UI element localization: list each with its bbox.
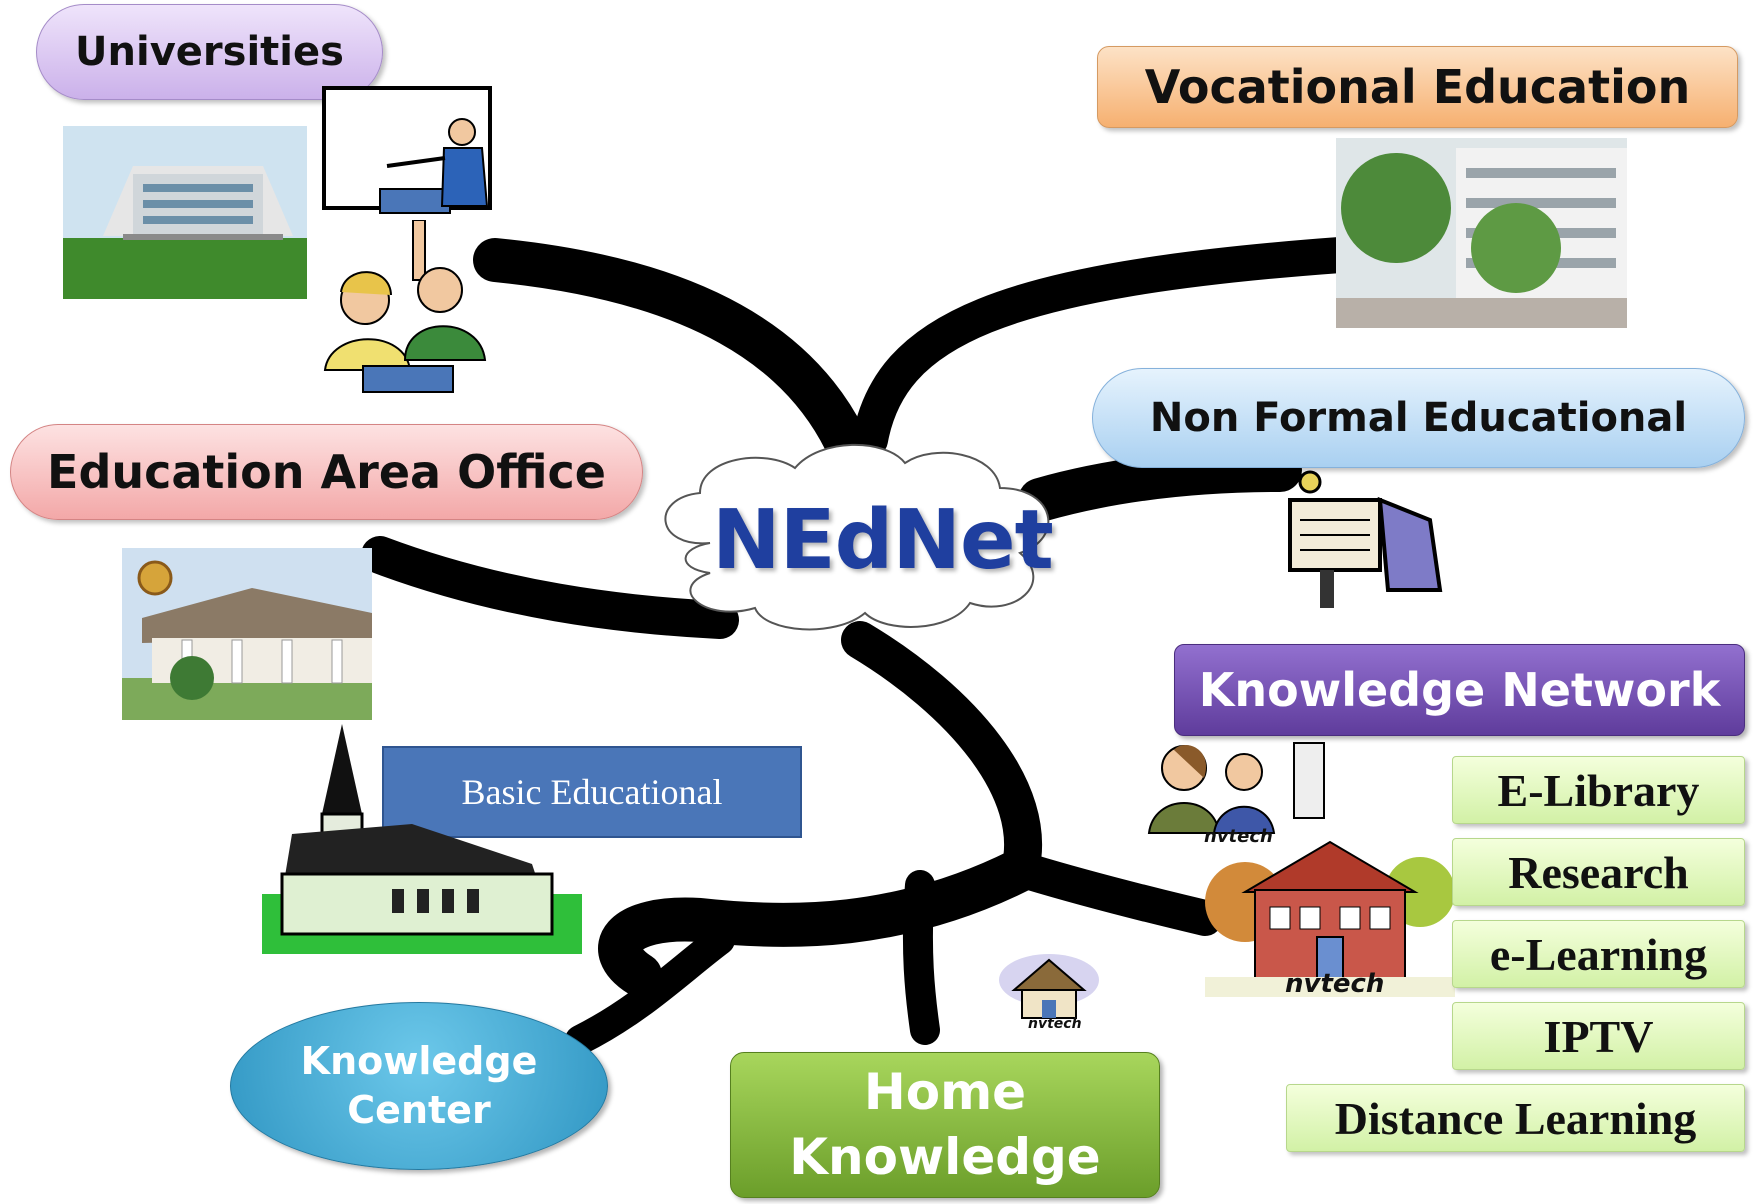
branch-area-office — [361, 536, 739, 639]
branch-non-formal — [1018, 448, 1302, 522]
area-office-building-image — [122, 548, 372, 720]
service-distance-learning: Distance Learning — [1286, 1084, 1745, 1152]
universities-label: Universities — [75, 29, 344, 75]
watermark-3: nvtech — [1028, 1016, 1082, 1032]
area-office-label: Education Area Office — [47, 445, 606, 499]
vocational-campus-image — [1336, 138, 1627, 328]
branch-knowledge-network — [1012, 854, 1223, 936]
school-house-image: nvtech — [1205, 840, 1455, 997]
watermark-2: nvtech — [1285, 969, 1384, 997]
branch-lower — [841, 621, 1043, 889]
knowledge-center-node: Knowledge Center — [230, 1002, 608, 1170]
service-e-learning: e-Learning — [1452, 920, 1745, 988]
universities-node: Universities — [36, 4, 383, 100]
vocational-node: Vocational Education — [1097, 46, 1738, 128]
service-e-library: E-Library — [1452, 756, 1745, 824]
branch-basic-loop — [598, 848, 1042, 997]
library-book-image — [1288, 470, 1443, 608]
area-office-node: Education Area Office — [10, 424, 643, 520]
branch-universities — [473, 238, 867, 462]
non-formal-label: Non Formal Educational — [1149, 395, 1688, 441]
teacher-whiteboard-image — [322, 86, 492, 214]
small-house-image: nvtech — [999, 954, 1099, 1032]
watermark-1: nvtech — [1204, 826, 1273, 846]
branch-vocational — [852, 237, 1358, 458]
branch-knowledge-center — [565, 925, 735, 1055]
service-iptv: IPTV — [1452, 1002, 1745, 1070]
service-e-learning-label: e-Learning — [1489, 928, 1708, 980]
students-computer-image: nvtech — [1147, 742, 1325, 846]
knowledge-center-label: Knowledge Center — [300, 1038, 538, 1132]
service-research: Research — [1452, 838, 1745, 906]
non-formal-node: Non Formal Educational — [1092, 368, 1745, 468]
center-label: NEdNet — [712, 493, 1054, 588]
school-church-image — [262, 724, 582, 954]
students-raising-hand-image — [323, 220, 487, 393]
basic-node: Basic Educational — [382, 746, 802, 838]
university-building-image — [63, 126, 307, 299]
home-knowledge-label: Home Knowledge — [789, 1063, 1101, 1186]
home-knowledge-node: Home Knowledge — [730, 1052, 1160, 1198]
vocational-label: Vocational Education — [1144, 60, 1691, 114]
service-distance-learning-label: Distance Learning — [1334, 1092, 1697, 1144]
service-e-library-label: E-Library — [1497, 764, 1700, 816]
basic-label: Basic Educational — [461, 772, 723, 812]
knowledge-network-node: Knowledge Network — [1174, 644, 1745, 736]
knowledge-network-label: Knowledge Network — [1198, 663, 1721, 717]
service-research-label: Research — [1508, 846, 1689, 898]
cloud-shape — [664, 443, 1050, 631]
service-iptv-label: IPTV — [1543, 1010, 1654, 1062]
